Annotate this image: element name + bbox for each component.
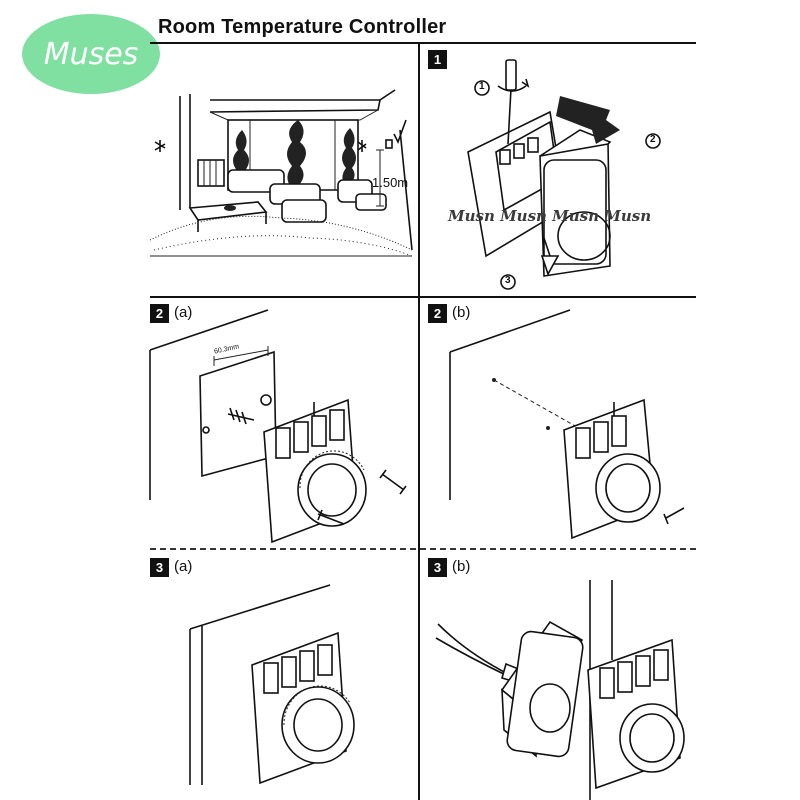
watermark-text: Musn Musn Musn Musn (448, 207, 652, 225)
step-2a-sub: (a) (174, 304, 193, 321)
step-badge-3b: 3 (428, 558, 447, 577)
title-rule (150, 42, 696, 44)
row-divider-2 (150, 548, 696, 550)
height-label: 1.50m (372, 175, 409, 190)
cover-removal-illustration (467, 59, 620, 277)
step-2b-sub: (b) (452, 304, 471, 321)
callout-1-label: 1 (479, 81, 485, 92)
mounted-base-illustration (189, 584, 355, 785)
callout-3-label: 3 (505, 275, 511, 286)
callout-circle-2 (645, 133, 661, 149)
wall-mount-b-illustration (449, 309, 685, 540)
callout-circle-3 (500, 274, 516, 290)
logo-text: Muses (43, 36, 139, 72)
step-badge-3a: 3 (150, 558, 169, 577)
center-divider (418, 44, 420, 800)
room-scene-illustration (149, 89, 413, 257)
step-badge-2b: 2 (428, 304, 447, 323)
muses-logo: Muses (22, 14, 160, 94)
row-divider-1 (150, 296, 696, 298)
step-3b-sub: (b) (452, 558, 471, 575)
callout-2-label: 2 (650, 134, 656, 145)
callout-circle-1 (474, 80, 490, 96)
step-3a-sub: (a) (174, 558, 193, 575)
wall-mount-a-illustration (149, 309, 407, 544)
page-title: Room Temperature Controller (158, 16, 447, 38)
step-badge-2a: 2 (150, 304, 169, 323)
pliers-cover-illustration (435, 580, 685, 800)
step-badge-1: 1 (428, 50, 447, 69)
